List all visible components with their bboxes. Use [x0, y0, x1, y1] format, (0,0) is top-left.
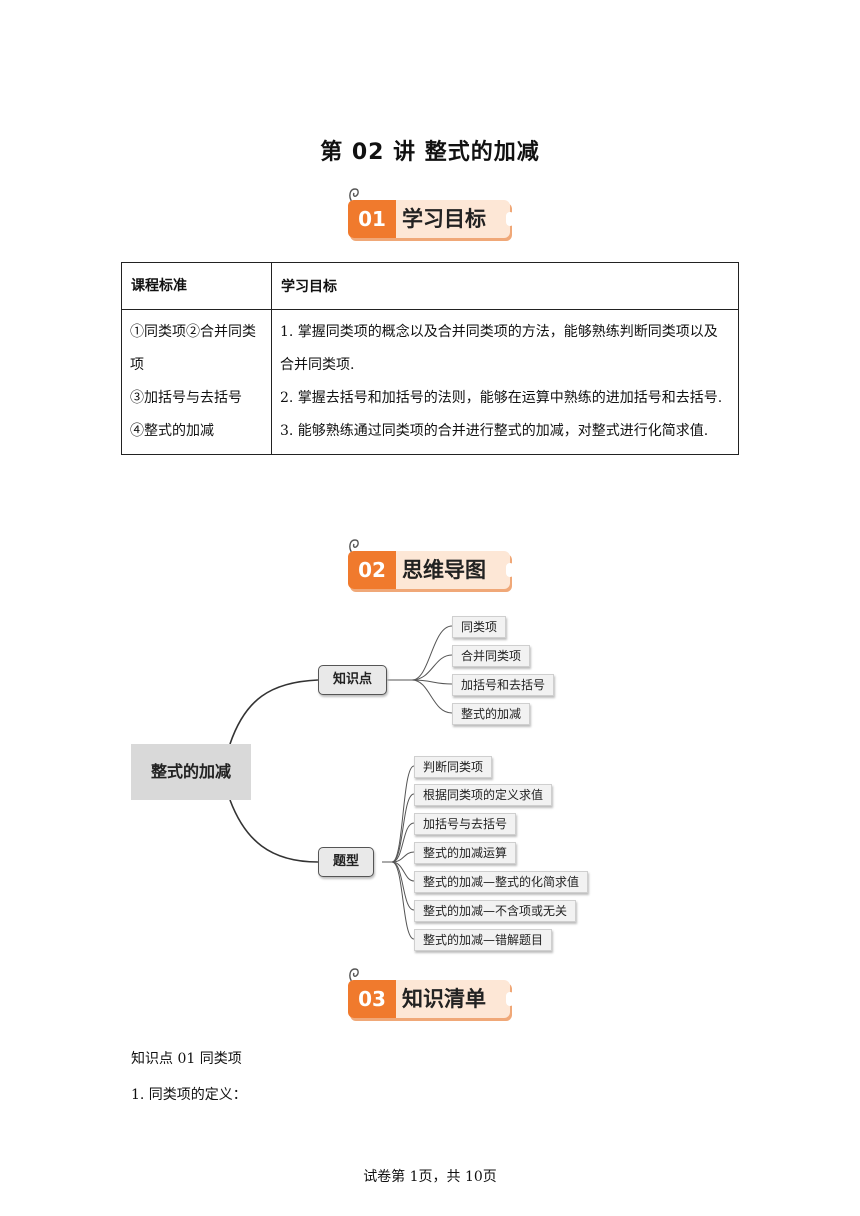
standard-line: ③加括号与去括号	[130, 390, 242, 406]
mindmap-leaf: 加括号和去括号	[452, 674, 555, 696]
section-label: 学习目标	[402, 207, 486, 231]
knowledge-heading: 知识点 01 同类项	[131, 1051, 242, 1067]
mindmap-leaf: 同类项	[452, 616, 507, 638]
section-banner-mindmap: 02 思维导图	[346, 537, 514, 593]
mindmap-leaf: 整式的加减—错解题目	[414, 929, 553, 951]
mindmap-root: 整式的加减	[131, 744, 252, 800]
standard-line: ①同类项②合并同类项	[130, 324, 256, 373]
section-banner-goals: 01 学习目标	[346, 186, 514, 242]
page-footer: 试卷第 1页，共 10页	[363, 1169, 497, 1185]
mindmap-branch-question-types: 题型	[318, 847, 375, 877]
mindmap-branch-knowledge: 知识点	[318, 665, 388, 695]
table-header-goal: 学习目标	[271, 262, 739, 310]
page-title: 第 02 讲 整式的加减	[320, 140, 540, 165]
goal-item: 1. 掌握同类项的概念以及合并同类项的方法，能够熟练判断同类项以及合并同类项.	[280, 324, 718, 373]
paperclip-icon	[349, 539, 359, 554]
section-banner-knowledge: 03 知识清单	[346, 966, 514, 1022]
paperclip-icon	[349, 188, 359, 203]
section-number: 01	[348, 200, 396, 238]
section-number: 02	[348, 551, 396, 589]
mind-map-connectors	[229, 625, 453, 940]
section-label: 知识清单	[402, 987, 486, 1011]
goal-cell: 1. 掌握同类项的概念以及合并同类项的方法，能够熟练判断同类项以及合并同类项. …	[271, 309, 739, 455]
mindmap-leaf: 整式的加减运算	[414, 842, 517, 864]
table-header-standard: 课程标准	[121, 262, 272, 310]
mind-map: 整式的加减 知识点 题型 同类项 合并同类项 加括号和去括号 整式的加减 判断同…	[0, 600, 860, 960]
goal-item: 3. 能够熟练通过同类项的合并进行整式的加减，对整式进行化简求值.	[280, 423, 709, 439]
standard-cell: ①同类项②合并同类项 ③加括号与去括号 ④整式的加减	[121, 309, 272, 455]
curriculum-table: 课程标准 学习目标 ①同类项②合并同类项 ③加括号与去括号 ④整式的加减 1. …	[121, 262, 739, 455]
section-label: 思维导图	[402, 558, 486, 582]
mindmap-leaf: 整式的加减—整式的化简求值	[414, 871, 589, 893]
paperclip-icon	[349, 968, 359, 983]
goal-item: 2. 掌握去括号和加括号的法则，能够在运算中熟练的进加括号和去括号.	[280, 390, 723, 406]
section-number: 03	[348, 980, 396, 1018]
mindmap-leaf: 整式的加减—不含项或无关	[414, 900, 577, 922]
mindmap-leaf: 整式的加减	[452, 703, 531, 725]
mindmap-leaf: 根据同类项的定义求值	[414, 784, 553, 806]
knowledge-item: 1. 同类项的定义：	[131, 1087, 247, 1103]
standard-line: ④整式的加减	[130, 423, 214, 439]
mindmap-leaf: 加括号与去括号	[414, 813, 517, 835]
mindmap-leaf: 合并同类项	[452, 645, 531, 667]
mindmap-leaf: 判断同类项	[414, 756, 493, 778]
